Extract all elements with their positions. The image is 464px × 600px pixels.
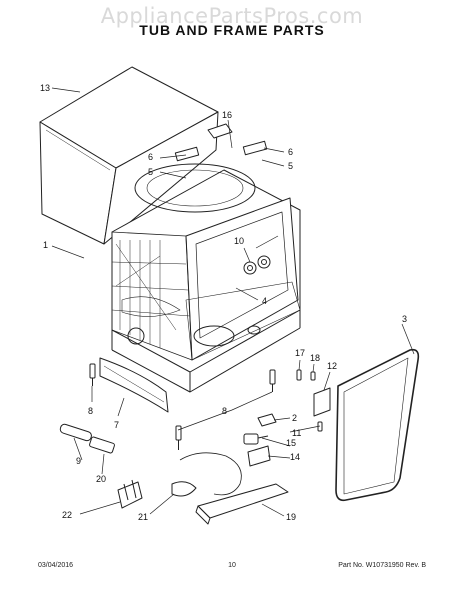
callout-20: 20	[96, 474, 106, 484]
callout-13: 13	[40, 83, 50, 93]
thermal-fuse-part-15	[243, 433, 269, 445]
callout-5b: 5	[288, 161, 293, 171]
page-title: TUB AND FRAME PARTS	[139, 22, 325, 38]
callout-3: 3	[402, 314, 407, 324]
footer-page-number: 10	[228, 562, 236, 569]
cover-part-16	[207, 123, 233, 139]
mounting-bracket-part-12	[313, 387, 331, 417]
footer-part-number: Part No. W10731950 Rev. B	[338, 562, 426, 569]
leveling-screw-part-8	[89, 363, 276, 450]
clip-part-2	[257, 413, 277, 427]
callout-12: 12	[327, 361, 337, 371]
watermark: AppliancePartsPros.com	[100, 4, 364, 28]
callout-18: 18	[310, 353, 320, 363]
callout-15: 15	[286, 438, 296, 448]
toe-plate-part-19	[195, 483, 289, 525]
callout-1: 1	[43, 240, 48, 250]
door-gasket-part-3	[335, 348, 420, 502]
pad-part-20	[89, 436, 115, 454]
tub-assembly-part-1	[111, 140, 301, 393]
callout-6b: 6	[288, 147, 293, 157]
callout-11: 11	[292, 428, 301, 438]
hose-part-9	[59, 423, 92, 442]
callout-9: 9	[76, 456, 81, 466]
callout-10: 10	[234, 236, 244, 246]
bracket-part-22	[117, 479, 143, 509]
callout-6a: 6	[148, 152, 153, 162]
callout-14: 14	[290, 452, 300, 462]
screw-part-18	[310, 371, 316, 381]
wire-harness	[179, 452, 242, 496]
callout-7: 7	[114, 420, 119, 430]
callout-8b: 8	[222, 406, 227, 416]
callout-8a: 8	[88, 406, 93, 416]
callout-labels: 13 1 6 5 16 6 5 10 4 3 8 7 8 2 11 17 18 …	[40, 83, 407, 522]
callout-21: 21	[138, 512, 148, 522]
callout-19: 19	[286, 512, 296, 522]
screw-part-17	[296, 369, 302, 381]
leg-leveler-part-7	[99, 357, 169, 413]
callout-2: 2	[292, 413, 297, 423]
callout-16: 16	[222, 110, 232, 120]
bracket-part-14	[247, 445, 271, 467]
insulation-blanket-part-13	[39, 66, 219, 245]
footer-date: 03/04/2016	[38, 562, 74, 569]
callout-5a: 5	[148, 167, 153, 177]
part-21	[171, 481, 197, 497]
callout-22: 22	[62, 510, 72, 520]
leader-lines	[51, 87, 415, 517]
callout-17: 17	[295, 348, 305, 358]
callout-4: 4	[262, 296, 267, 306]
